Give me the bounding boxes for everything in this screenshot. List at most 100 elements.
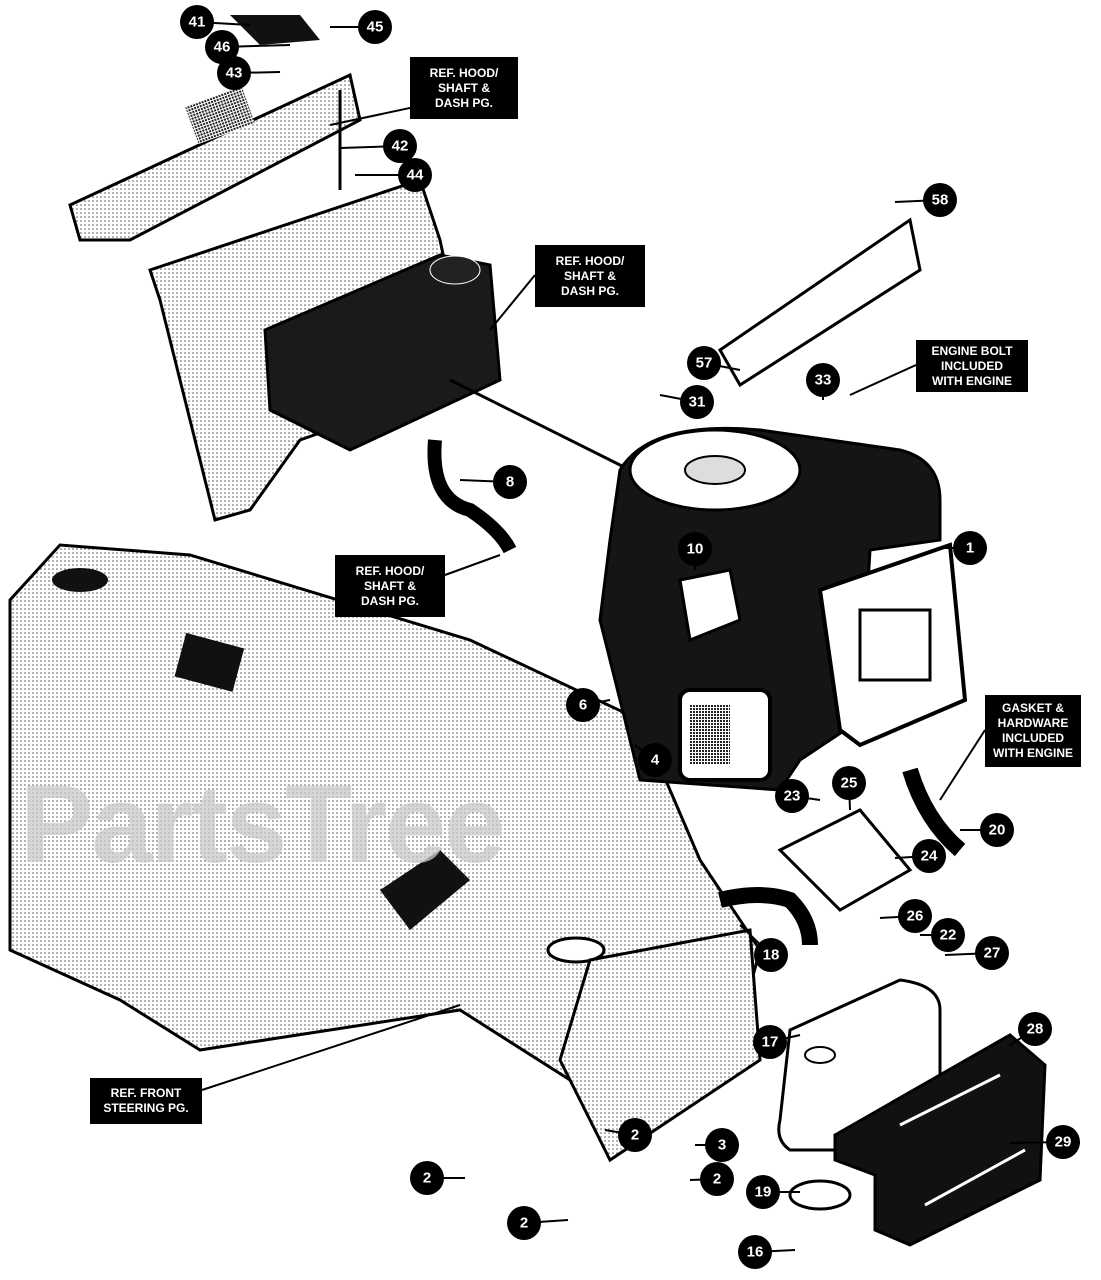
callout-22[interactable]: 22: [931, 918, 965, 952]
callout-41[interactable]: 41: [180, 5, 214, 39]
callout-29[interactable]: 29: [1046, 1125, 1080, 1159]
callout-2[interactable]: 2: [507, 1206, 541, 1240]
callout-circle: [383, 129, 417, 163]
frame-cutout: [174, 632, 245, 692]
callout-8[interactable]: 8: [493, 465, 527, 499]
frame-hole: [546, 936, 606, 964]
callout-circle: [975, 936, 1009, 970]
callout-number: 10: [687, 541, 704, 558]
callout-circle: [753, 1025, 787, 1059]
callout-circle: [1018, 1012, 1052, 1046]
watermark: PartsTree: [20, 763, 505, 886]
callout-27[interactable]: 27: [975, 936, 1009, 970]
callout-number: 29: [1055, 1134, 1072, 1151]
callout-2[interactable]: 2: [410, 1161, 444, 1195]
frame-bracket: [380, 850, 470, 930]
fuel-tank: [263, 253, 502, 452]
callout-28[interactable]: 28: [1018, 1012, 1052, 1046]
callout-circle: [358, 10, 392, 44]
callout-circle: [775, 779, 809, 813]
callout-57[interactable]: 57: [687, 346, 721, 380]
callout-46[interactable]: 46: [205, 30, 239, 64]
reference-label-line: ENGINE BOLT: [931, 343, 1013, 358]
callout-45[interactable]: 45: [358, 10, 392, 44]
callout-20[interactable]: 20: [980, 813, 1014, 847]
reference-label-line: REF. HOOD/: [555, 253, 625, 268]
callout-circle: [1046, 1125, 1080, 1159]
reference-label-line: DASH PG.: [434, 95, 493, 110]
callout-number: 23: [784, 788, 801, 805]
reference-label-line: REF. FRONT: [110, 1086, 182, 1100]
callout-16[interactable]: 16: [738, 1235, 772, 1269]
callout-26[interactable]: 26: [898, 899, 932, 933]
reference-leader: [939, 729, 986, 801]
reference-label-line: WITH ENGINE: [932, 373, 1012, 388]
callout-number: 33: [815, 372, 832, 389]
callout-number: 19: [755, 1184, 772, 1201]
callout-18[interactable]: 18: [754, 938, 788, 972]
engine-shield: [718, 217, 922, 388]
callout-circle: [566, 688, 600, 722]
callout-circle: [493, 465, 527, 499]
reference-label-line: STEERING PG.: [103, 1101, 189, 1115]
callout-number: 41: [189, 14, 206, 31]
callout-circle: [217, 56, 251, 90]
exhaust-flange: [788, 1179, 852, 1211]
callout-number: 2: [631, 1127, 639, 1144]
callout-number: 46: [214, 39, 231, 56]
callout-circle: [410, 1161, 444, 1195]
callout-19[interactable]: 19: [746, 1175, 780, 1209]
callout-circle: [700, 1162, 734, 1196]
reference-label-line: SHAFT &: [364, 578, 416, 593]
callout-circle: [507, 1206, 541, 1240]
callout-31[interactable]: 31: [680, 385, 714, 419]
housing-texture: [184, 85, 256, 145]
callout-42[interactable]: 42: [383, 129, 417, 163]
reference-label: REF. HOOD/SHAFT &DASH PG.: [535, 245, 645, 307]
callout-2[interactable]: 2: [618, 1118, 652, 1152]
callout-number: 58: [932, 192, 949, 209]
callout-17[interactable]: 17: [753, 1025, 787, 1059]
reference-leader: [444, 554, 501, 576]
callout-44[interactable]: 44: [398, 158, 432, 192]
callout-number: 17: [762, 1034, 779, 1051]
callout-circle: [680, 385, 714, 419]
callout-23[interactable]: 23: [775, 779, 809, 813]
callout-number: 43: [226, 65, 243, 82]
shield-slot: [899, 1073, 1001, 1127]
callout-25[interactable]: 25: [832, 766, 866, 800]
tank-rod: [449, 378, 631, 472]
callout-4[interactable]: 4: [638, 743, 672, 777]
callout-number: 25: [841, 775, 858, 792]
callout-circle: [205, 30, 239, 64]
engine: [598, 426, 968, 792]
callout-circle: [953, 531, 987, 565]
muffler-heat-shield: [833, 1033, 1047, 1247]
reference-label-line: SHAFT &: [438, 80, 490, 95]
callout-10[interactable]: 10: [678, 532, 712, 566]
callout-circle: [638, 743, 672, 777]
reference-leader: [201, 1004, 461, 1091]
callout-43[interactable]: 43: [217, 56, 251, 90]
callout-circle: [738, 1235, 772, 1269]
callout-3[interactable]: 3: [705, 1128, 739, 1162]
callout-number: 24: [921, 848, 938, 865]
reference-label-line: DASH PG.: [560, 283, 619, 298]
reference-leader: [849, 364, 917, 396]
callout-number: 45: [367, 19, 384, 36]
lever-knob: [230, 15, 320, 45]
callout-2[interactable]: 2: [700, 1162, 734, 1196]
callout-33[interactable]: 33: [806, 363, 840, 397]
callout-1[interactable]: 1: [953, 531, 987, 565]
callout-circle: [180, 5, 214, 39]
reference-label-line: REF. HOOD/: [355, 563, 425, 578]
callout-number: 2: [423, 1170, 431, 1187]
callout-number: 31: [689, 394, 706, 411]
callout-circle: [806, 363, 840, 397]
callout-24[interactable]: 24: [912, 839, 946, 873]
callout-58[interactable]: 58: [923, 183, 957, 217]
callout-6[interactable]: 6: [566, 688, 600, 722]
frame-slot: [52, 568, 108, 592]
callout-number: 27: [984, 945, 1001, 962]
